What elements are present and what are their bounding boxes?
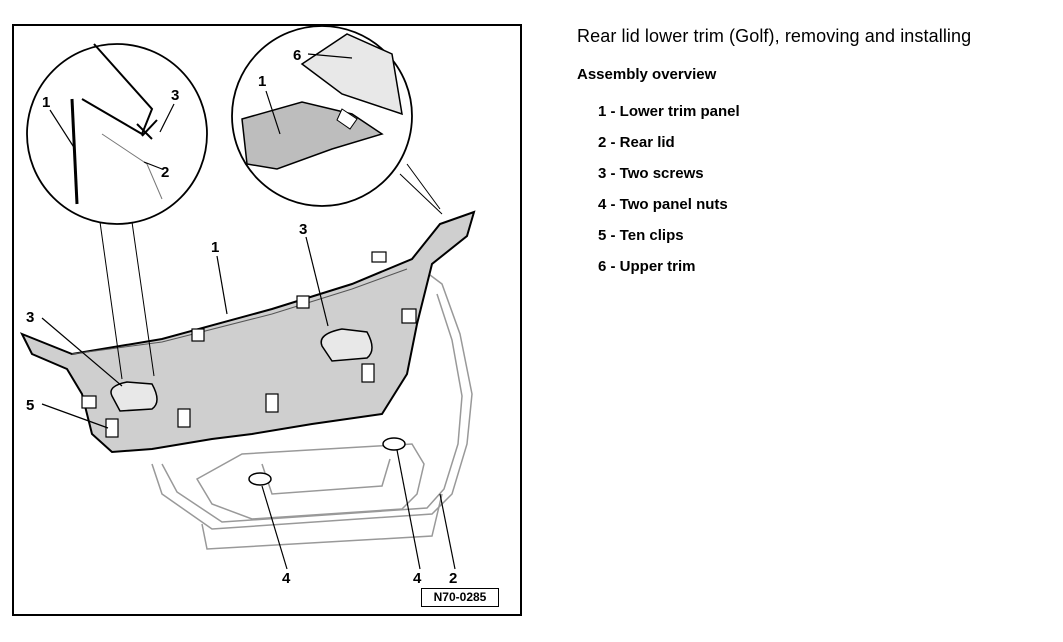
- callout-1-main: 1: [211, 239, 219, 256]
- callout-3-detail-left: 3: [171, 87, 179, 104]
- rear-lid-outline: [151, 268, 473, 550]
- callout-2-detail-left: 2: [161, 164, 169, 181]
- text-panel: Rear lid lower trim (Golf), removing and…: [577, 24, 1057, 288]
- callout-1-detail-left: 1: [42, 94, 50, 111]
- callout-3-main-left: 3: [26, 309, 34, 326]
- leader-lines: [41, 53, 456, 570]
- figure-code: N70-0285: [421, 588, 499, 607]
- panel-nuts: [248, 437, 406, 486]
- detail-circle-right: [231, 25, 413, 207]
- detail-circle-left: [26, 43, 208, 225]
- callout-2-main: 2: [449, 570, 457, 587]
- callout-4-right: 4: [413, 570, 422, 587]
- legend-item: 4 - Two panel nuts: [598, 196, 728, 213]
- callout-5-main: 5: [26, 397, 34, 414]
- callout-6-detail-right: 6: [293, 47, 301, 64]
- legend-item: 1 - Lower trim panel: [598, 103, 740, 120]
- trim-panel-edge: [71, 268, 408, 355]
- callout-3-main-center: 3: [299, 221, 307, 238]
- page-title: Rear lid lower trim (Golf), removing and…: [577, 26, 972, 46]
- legend-item: 2 - Rear lid: [598, 134, 675, 151]
- exploded-diagram: 1 3 2 6 1 1 3 3 5 4 4 2 N70-0285: [12, 24, 522, 616]
- handle-recess-left: [110, 381, 158, 412]
- legend-list: 1 - Lower trim panel 2 - Rear lid 3 - Tw…: [598, 102, 1057, 288]
- legend-item: 3 - Two screws: [598, 165, 704, 182]
- section-subtitle: Assembly overview: [577, 66, 717, 83]
- handle-recess-right: [320, 328, 373, 362]
- detail-connectors: [99, 163, 443, 380]
- callout-4-left: 4: [282, 570, 291, 587]
- legend-item: 6 - Upper trim: [598, 258, 696, 275]
- clips: [81, 251, 417, 438]
- callout-1-detail-right: 1: [258, 73, 266, 90]
- legend-item: 5 - Ten clips: [598, 227, 684, 244]
